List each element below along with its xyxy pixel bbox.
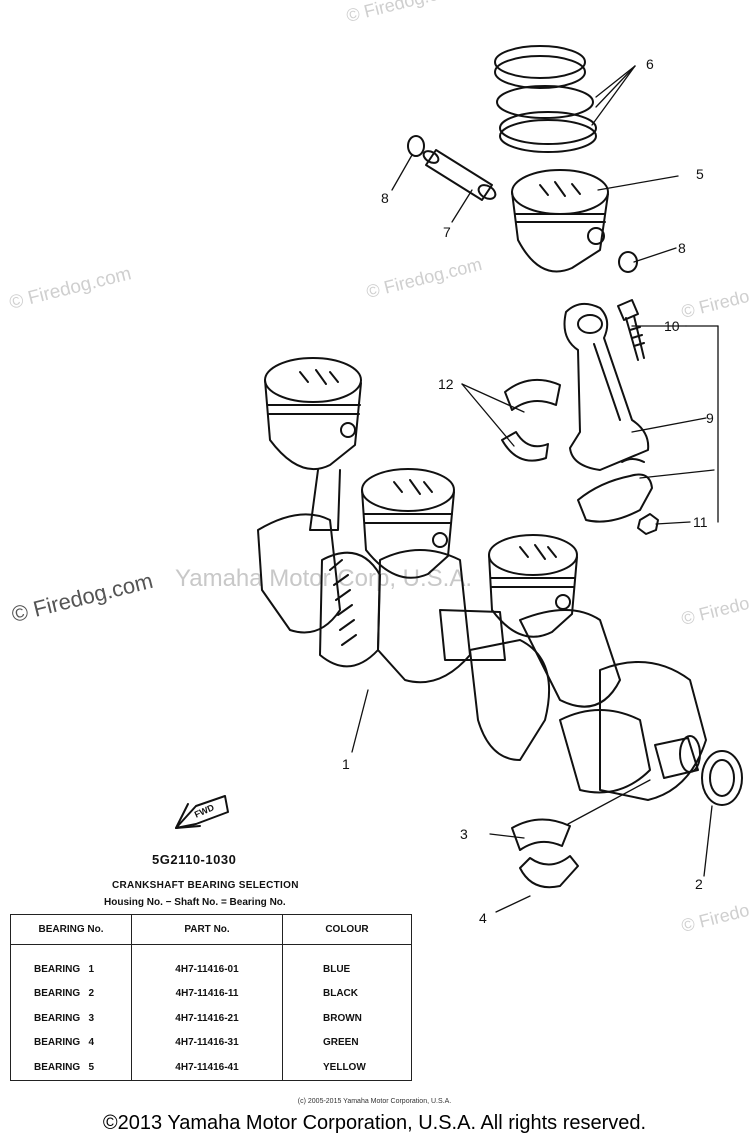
callout-number: 11 — [693, 514, 708, 530]
watermark: Yamaha Motor Corp, U.S.A. — [175, 565, 472, 592]
bearing-number: BEARING 3 — [10, 1006, 132, 1031]
bearing-colour: BROWN — [282, 1006, 412, 1031]
piston-rings — [494, 45, 597, 153]
part-number: 4H7-11416-01 — [131, 957, 283, 982]
bearing-number: BEARING 2 — [10, 981, 132, 1006]
main-bearing-lower — [519, 855, 579, 889]
column-header: BEARING No. — [10, 914, 132, 945]
column-header: COLOUR — [282, 914, 412, 945]
callout-number: 7 — [443, 224, 451, 240]
callout-number: 8 — [381, 190, 389, 206]
bearing-number: BEARING 4 — [10, 1030, 132, 1055]
oil-seal — [701, 750, 743, 806]
table-row: BEARING 1 4H7-11416-01 BLUE — [10, 957, 412, 982]
rod-cap — [577, 473, 653, 523]
crankshaft — [257, 513, 707, 801]
callout-number: 10 — [664, 318, 680, 334]
piston-pin-clip-left — [407, 135, 425, 157]
bearing-colour: GREEN — [282, 1030, 412, 1055]
bearing-number: BEARING 5 — [10, 1055, 132, 1081]
part-number: 4H7-11416-41 — [131, 1055, 283, 1081]
callout-number: 4 — [479, 910, 487, 926]
small-copyright: (c) 2005-2015 Yamaha Motor Corporation, … — [297, 1098, 452, 1105]
bearing-selection-title: CRANKSHAFT BEARING SELECTION — [112, 880, 299, 891]
piston-pin — [422, 149, 497, 201]
fwd-arrow-icon — [175, 795, 229, 829]
table-row: BEARING 3 4H7-11416-21 BROWN — [10, 1006, 412, 1031]
table-row: BEARING 4 4H7-11416-31 GREEN — [10, 1030, 412, 1055]
copyright-footer: ©2013 Yamaha Motor Corporation, U.S.A. A… — [102, 1112, 647, 1134]
part-number: 4H7-11416-31 — [131, 1030, 283, 1055]
crank-piston-center — [361, 468, 455, 579]
drawing-number: 5G2110-1030 — [152, 852, 237, 867]
bearing-colour: BLACK — [282, 981, 412, 1006]
column-header: PART No. — [131, 914, 283, 945]
bearing-selection-table: BEARING No. PART No. COLOUR BEARING 1 4H… — [10, 914, 412, 1081]
part-number: 4H7-11416-11 — [131, 981, 283, 1006]
piston-pin-clip-right — [618, 251, 638, 273]
callout-number: 2 — [695, 876, 703, 892]
crank-piston-right — [488, 534, 578, 638]
callout-number: 8 — [678, 240, 686, 256]
connecting-rod — [563, 302, 650, 471]
leader-lines — [351, 65, 719, 913]
table-header-row: BEARING No. PART No. COLOUR — [10, 914, 412, 945]
rod-nut — [637, 513, 659, 535]
bearing-selection-formula: Housing No. − Shaft No. = Bearing No. — [104, 897, 286, 908]
callout-number: 9 — [706, 410, 714, 426]
bearing-colour: YELLOW — [282, 1055, 412, 1081]
piston — [511, 169, 609, 273]
rod-bolt — [617, 299, 645, 361]
main-bearing-upper — [511, 818, 571, 851]
crank-piston-left — [264, 357, 362, 531]
part-number: 4H7-11416-21 — [131, 1006, 283, 1031]
callout-number: 12 — [438, 376, 454, 392]
callout-number: 5 — [696, 166, 704, 182]
table-row: BEARING 5 4H7-11416-41 YELLOW — [10, 1055, 412, 1081]
callout-number: 6 — [646, 56, 654, 72]
big-end-bearing — [501, 378, 561, 462]
callout-number: 1 — [342, 756, 350, 772]
bearing-number: BEARING 1 — [10, 957, 132, 982]
table-row: BEARING 2 4H7-11416-11 BLACK — [10, 981, 412, 1006]
callout-number: 3 — [460, 826, 468, 842]
bearing-colour: BLUE — [282, 957, 412, 982]
